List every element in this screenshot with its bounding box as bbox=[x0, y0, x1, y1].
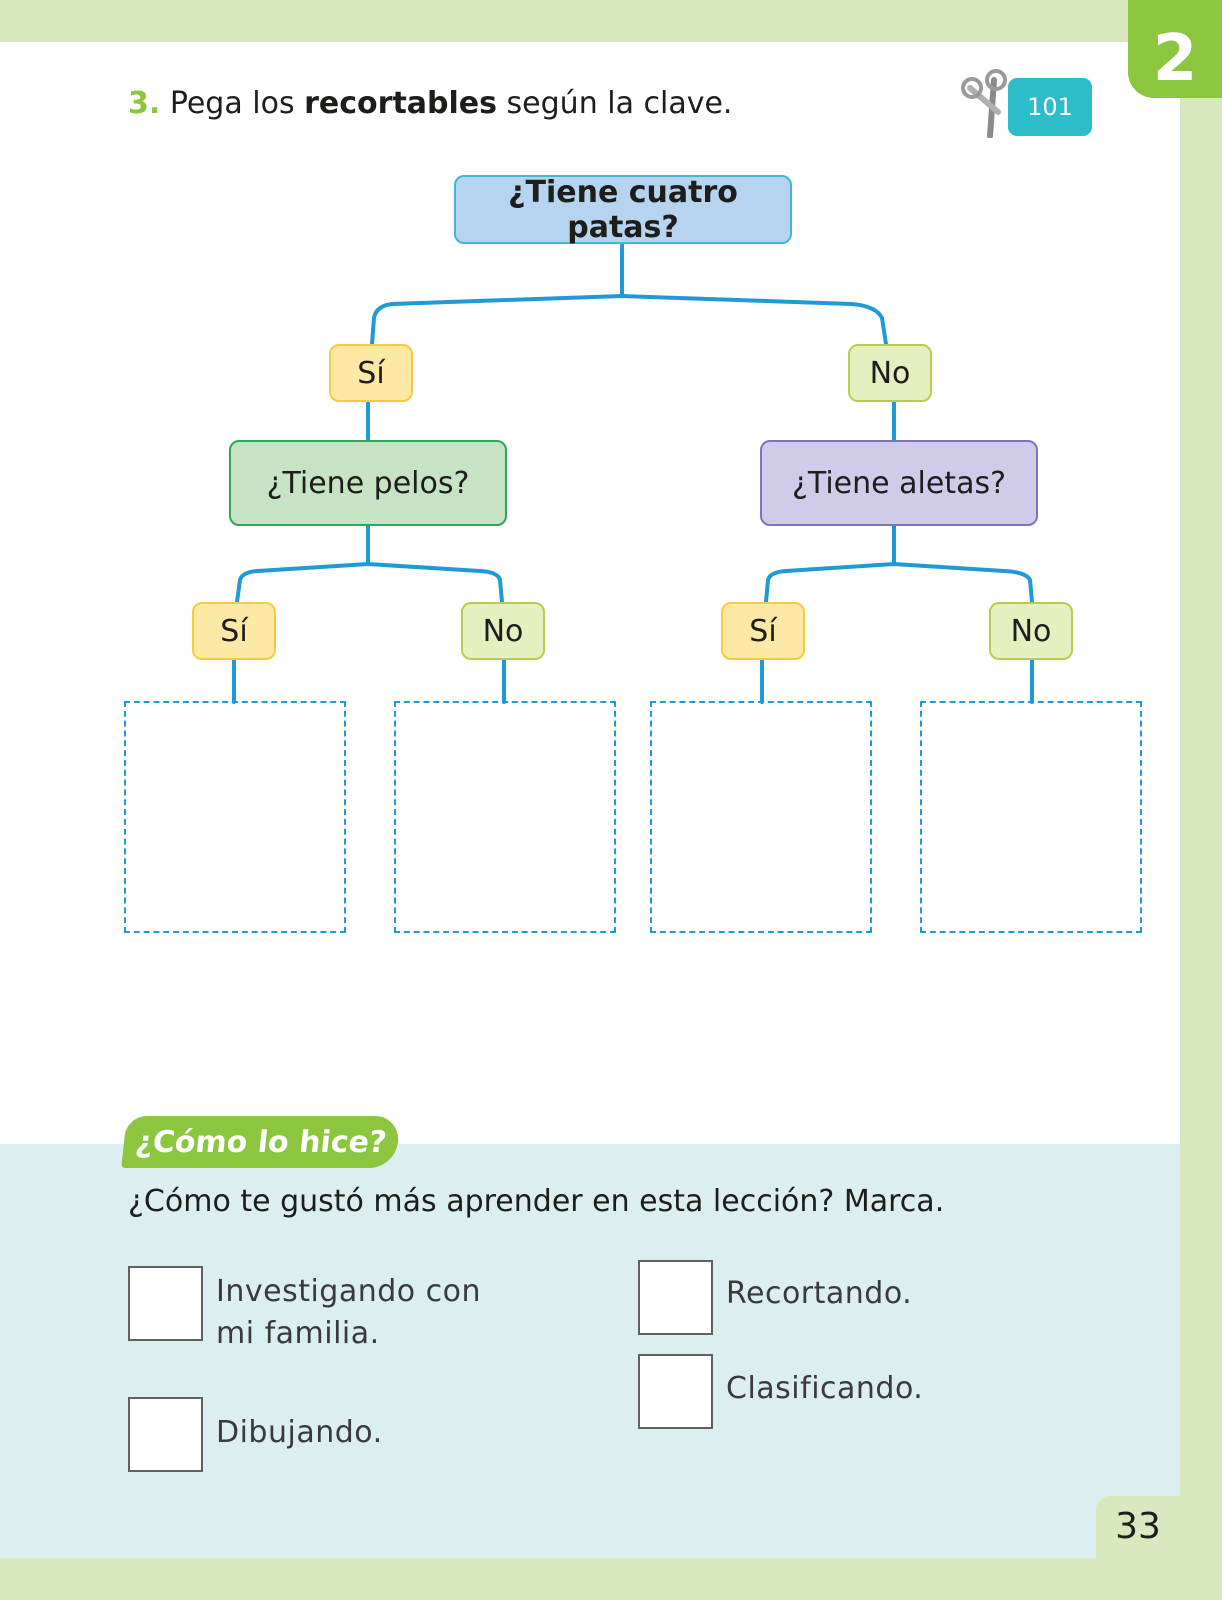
paste-box[interactable] bbox=[394, 701, 616, 933]
exercise-number: 3. bbox=[128, 86, 161, 121]
option-label: Dibujando. bbox=[216, 1415, 383, 1450]
branch-yes-label: Sí bbox=[329, 344, 413, 402]
self-check-title: ¿Cómo lo hice? bbox=[121, 1116, 401, 1168]
decision-tree-lines bbox=[232, 242, 1034, 704]
question-right: ¿Tiene aletas? bbox=[760, 440, 1038, 526]
instruction-text-bold: recortables bbox=[304, 86, 498, 121]
checkbox-option[interactable] bbox=[128, 1266, 203, 1341]
unit-tab: 2 bbox=[1128, 0, 1222, 98]
answer-no-1: No bbox=[461, 602, 545, 660]
answer-yes-2: Sí bbox=[721, 602, 805, 660]
paste-box[interactable] bbox=[124, 701, 346, 933]
instruction-text-end: según la clave. bbox=[497, 86, 733, 121]
option-line: Investigando con bbox=[216, 1274, 482, 1309]
page-frame-top bbox=[0, 0, 1222, 42]
instruction-text-start: Pega los bbox=[169, 86, 305, 121]
page-frame-bottom bbox=[0, 1558, 1222, 1600]
scissors-icon bbox=[961, 69, 1007, 138]
checkbox-option[interactable] bbox=[638, 1260, 713, 1335]
checkbox-option[interactable] bbox=[128, 1397, 203, 1472]
unit-number: 2 bbox=[1152, 22, 1198, 96]
self-check-panel bbox=[0, 1144, 1180, 1558]
question-root: ¿Tiene cuatro patas? bbox=[454, 175, 792, 245]
paste-box[interactable] bbox=[920, 701, 1142, 933]
page-number: 33 bbox=[1096, 1496, 1180, 1558]
answer-no-2: No bbox=[989, 602, 1073, 660]
cutout-reference-badge: 101 bbox=[958, 66, 1092, 138]
question-left: ¿Tiene pelos? bbox=[229, 440, 507, 526]
answer-yes-1: Sí bbox=[192, 602, 276, 660]
self-check-title-text: ¿Cómo lo hice? bbox=[133, 1124, 389, 1160]
paste-box[interactable] bbox=[650, 701, 872, 933]
option-label: Investigando con mi familia. bbox=[216, 1271, 481, 1355]
exercise-instruction: 3. Pega los recortables según la clave. bbox=[128, 86, 732, 121]
branch-no-label: No bbox=[848, 344, 932, 402]
option-line: mi familia. bbox=[216, 1316, 380, 1351]
option-label: Clasificando. bbox=[726, 1371, 924, 1406]
option-label: Recortando. bbox=[726, 1276, 913, 1311]
self-check-question: ¿Cómo te gustó más aprender en esta lecc… bbox=[128, 1184, 945, 1219]
checkbox-option[interactable] bbox=[638, 1354, 713, 1429]
cutout-page-number: 101 bbox=[1008, 78, 1092, 136]
page-frame-right bbox=[1180, 0, 1222, 1600]
